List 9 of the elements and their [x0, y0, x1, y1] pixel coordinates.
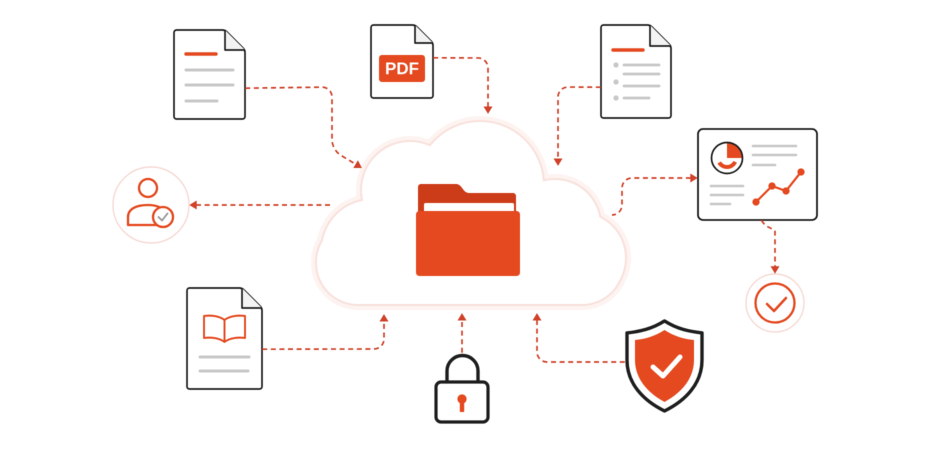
- chart-card-icon: [697, 128, 818, 221]
- user-check-icon: [112, 166, 190, 244]
- document: PDF: [370, 24, 434, 99]
- check-circle-icon: [745, 273, 805, 333]
- padlock-icon: [434, 354, 490, 424]
- document-icon: [600, 24, 672, 119]
- document-icon: [173, 29, 246, 120]
- document-icon: [186, 287, 263, 390]
- shield-check-icon: [625, 319, 704, 413]
